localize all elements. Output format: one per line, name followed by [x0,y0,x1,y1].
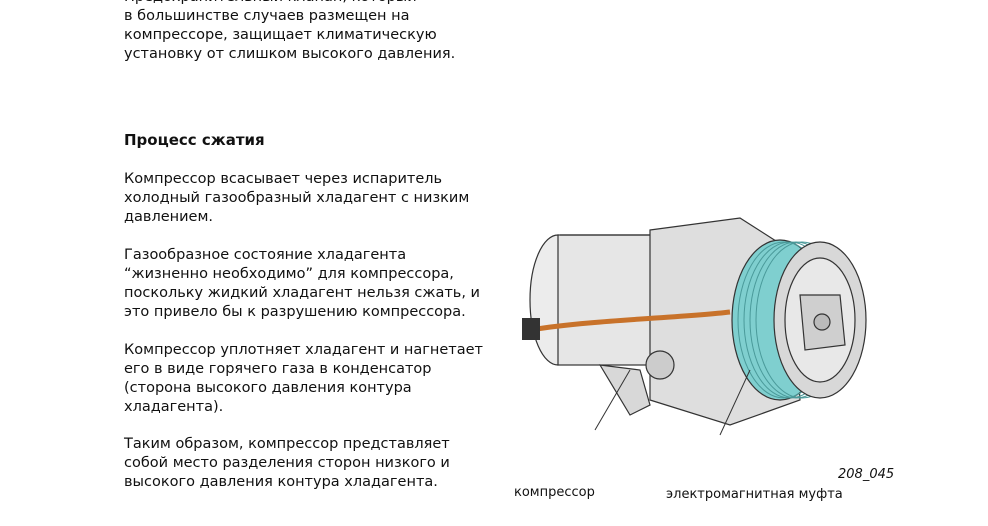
figure-number: 208_045 [838,467,895,482]
paragraph: Компрессор уплотняет хладагент и нагнета… [124,342,484,415]
paragraph: Таким образом, компрессор представляет с… [124,436,450,490]
section-title: Процесс сжатия [124,131,265,149]
clutch-label: электромагнитная муфта [666,487,843,502]
compressor-illustration [522,217,867,436]
intro-paragraph: Предохранительный клапан, который в боль… [124,0,456,62]
compressor-label: компрессор [514,485,595,500]
paragraph: Компрессор всасывает через испаритель хо… [124,171,470,225]
paragraph: Газообразное состояние хладагента “жизне… [124,247,480,320]
